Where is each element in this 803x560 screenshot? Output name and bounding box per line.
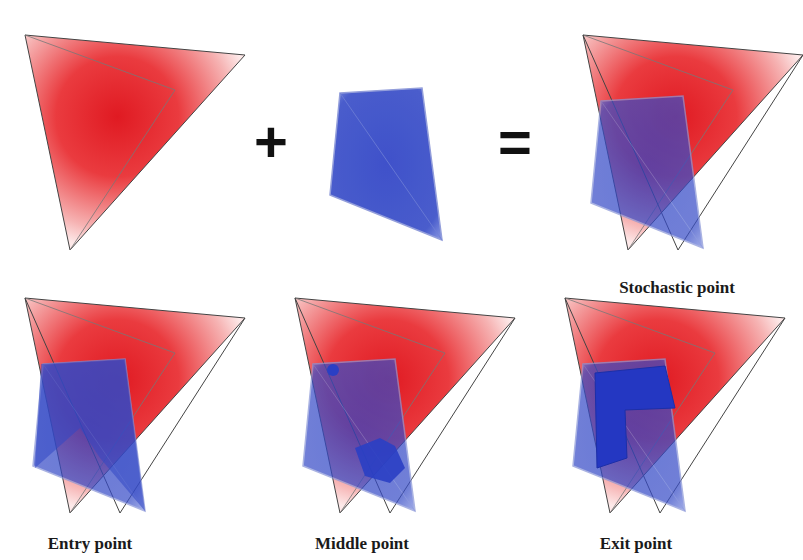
- equals-sign: =: [495, 109, 535, 176]
- entry-figure: [25, 298, 245, 513]
- middle-figure: [295, 298, 515, 513]
- panel-caption: Stochastic point: [616, 278, 738, 298]
- blue-tetrahedron: [330, 88, 442, 240]
- panel-caption: Exit point: [597, 534, 675, 554]
- exit-figure: [565, 298, 785, 513]
- panel-caption: Middle point: [312, 534, 412, 554]
- panel-caption: Entry point: [45, 534, 136, 554]
- stochastic-figure: [583, 35, 803, 250]
- red-tetrahedron: [25, 35, 245, 250]
- plus-sign: +: [251, 109, 291, 176]
